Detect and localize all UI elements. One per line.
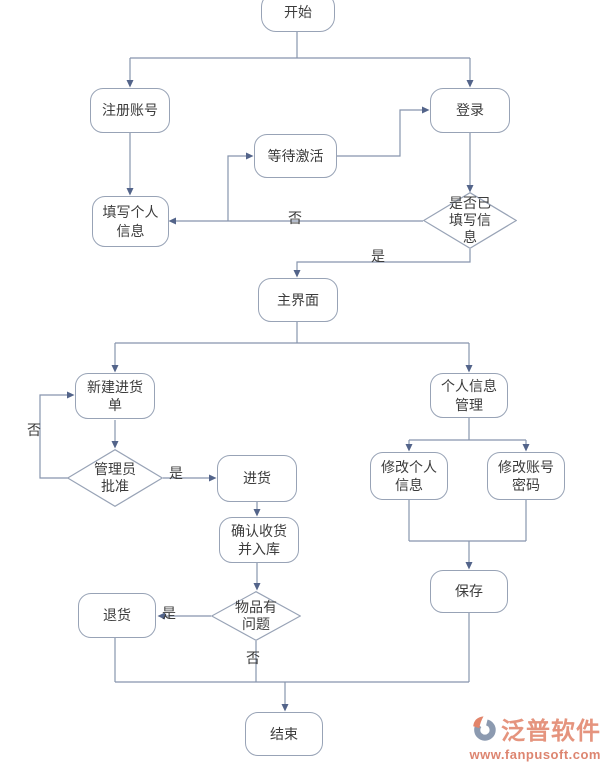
decision-item-problem: 物品有问题 xyxy=(211,591,301,641)
decision-admin-approve-label: 管理员批准 xyxy=(94,460,136,494)
decision-admin-approve: 管理员批准 xyxy=(67,449,163,507)
node-start: 开始 xyxy=(261,0,335,32)
node-save-label: 保存 xyxy=(455,583,483,600)
node-wait-activation: 等待激活 xyxy=(254,134,337,178)
node-register: 注册账号 xyxy=(90,88,170,133)
node-end: 结束 xyxy=(245,712,323,756)
node-wait-activation-label: 等待激活 xyxy=(267,147,324,164)
node-new-purchase-order: 新建进货单 xyxy=(75,373,155,419)
node-end-label: 结束 xyxy=(270,725,298,742)
edge-label-yes-approve: 是 xyxy=(169,465,183,481)
diamond-shape xyxy=(211,591,301,641)
decision-item-problem-label: 物品有问题 xyxy=(235,598,277,632)
diamond-shape xyxy=(67,449,163,507)
node-login-label: 登录 xyxy=(456,102,484,119)
node-confirm-receive-label: 确认收货并入库 xyxy=(231,522,287,557)
node-fill-personal-info: 填写个人信息 xyxy=(92,196,169,247)
watermark: 泛普软件 www.fanpusoft.com xyxy=(469,711,601,762)
node-register-label: 注册账号 xyxy=(102,102,158,119)
brand-name: 泛普软件 xyxy=(501,718,601,745)
node-modify-password: 修改账号密码 xyxy=(487,452,565,500)
node-purchase-label: 进货 xyxy=(243,470,271,487)
decision-has-filled-info-label: 是否已填写信息 xyxy=(449,194,491,246)
edge-label-yes-problem: 是 xyxy=(162,605,176,621)
node-personal-info-mgmt: 个人信息管理 xyxy=(430,373,508,418)
node-main-screen-label: 主界面 xyxy=(277,291,319,308)
node-save: 保存 xyxy=(430,570,508,613)
edge-label-yes-filled: 是 xyxy=(371,248,385,264)
fanpu-logo-icon xyxy=(471,714,496,741)
node-purchase: 进货 xyxy=(217,455,297,502)
node-start-label: 开始 xyxy=(284,3,312,20)
node-modify-password-label: 修改账号密码 xyxy=(498,458,554,493)
node-modify-personal-info: 修改个人信息 xyxy=(370,452,448,500)
node-new-purchase-order-label: 新建进货单 xyxy=(87,378,143,413)
node-personal-info-mgmt-label: 个人信息管理 xyxy=(441,378,497,413)
decision-has-filled-info: 是否已填写信息 xyxy=(423,192,517,249)
node-login: 登录 xyxy=(430,88,510,133)
edge-label-no-approve: 否 xyxy=(27,422,41,438)
edge-label-no-problem: 否 xyxy=(246,650,260,666)
node-return-goods: 退货 xyxy=(78,593,156,638)
diamond-shape xyxy=(423,192,517,249)
node-confirm-receive: 确认收货并入库 xyxy=(219,517,299,563)
edge-label-no-refill: 否 xyxy=(288,210,302,226)
node-modify-personal-info-label: 修改个人信息 xyxy=(381,458,437,493)
brand-url: www.fanpusoft.com xyxy=(469,747,601,762)
node-fill-personal-info-label: 填写个人信息 xyxy=(102,204,159,239)
node-return-goods-label: 退货 xyxy=(103,607,131,624)
node-main-screen: 主界面 xyxy=(258,278,338,322)
